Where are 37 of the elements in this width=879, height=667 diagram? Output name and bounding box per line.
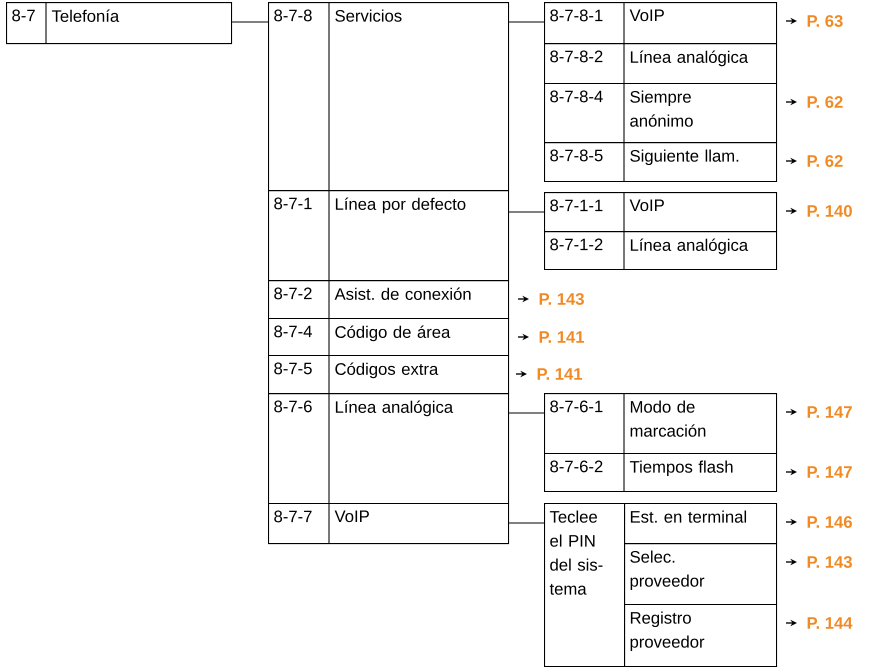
menu-item-box: 8-7-2 Asist. de conexión bbox=[268, 280, 510, 320]
menu-item-box: 8-7-8-4 Siempre anónimo bbox=[544, 83, 778, 144]
page-reference: P. 141 bbox=[540, 331, 584, 343]
page-reference: P. 141 bbox=[538, 368, 582, 380]
page-reference: P. 146 bbox=[808, 516, 852, 528]
connector-line bbox=[509, 21, 544, 23]
menu-item-box: 8-7-8-2 Línea analógica bbox=[544, 43, 778, 84]
menu-item-box: 8-7-7 VoIP bbox=[268, 503, 510, 544]
menu-item-box: 8-7-1-1 VoIP bbox=[544, 192, 778, 232]
menu-item-box: 8-7 Telefonía bbox=[6, 2, 232, 44]
menu-item-box: Teclee el PIN del sis-tema bbox=[544, 503, 626, 667]
page-reference: P. 143 bbox=[540, 293, 584, 305]
connector-line bbox=[509, 211, 544, 213]
page-reference: P. 147 bbox=[808, 406, 852, 418]
menu-item-box: Registro proveedor bbox=[624, 604, 778, 667]
menu-item-box: 8-7-8 Servicios bbox=[268, 2, 510, 192]
connector-line bbox=[232, 21, 268, 23]
menu-item-box: 8-7-4 Código de área bbox=[268, 318, 510, 356]
menu-item-box: Selec. proveedor bbox=[624, 543, 778, 606]
page-reference: P. 62 bbox=[808, 96, 843, 108]
menu-item-box: 8-7-6-1 Modo de marcación bbox=[544, 393, 778, 454]
page-reference: P. 140 bbox=[808, 205, 852, 217]
menu-item-box: Est. en terminal bbox=[624, 503, 778, 544]
connector-line bbox=[509, 522, 544, 524]
menu-item-box: 8-7-8-1 VoIP bbox=[544, 2, 778, 44]
menu-item-box: 8-7-6 Línea analógica bbox=[268, 393, 510, 504]
page-reference: P. 62 bbox=[808, 155, 843, 167]
menu-item-box: 8-7-5 Códigos extra bbox=[268, 355, 510, 394]
menu-item-box: 8-7-8-5 Siguiente llam. bbox=[544, 142, 778, 182]
menu-item-box: 8-7-1 Línea por defecto bbox=[268, 190, 510, 282]
page-reference: P. 143 bbox=[808, 556, 852, 568]
connector-line bbox=[509, 412, 544, 414]
page-reference: P. 147 bbox=[808, 466, 852, 478]
menu-item-box: 8-7-6-2 Tiempos flash bbox=[544, 453, 778, 492]
page-reference: P. 144 bbox=[808, 617, 852, 629]
menu-item-box: 8-7-1-2 Línea analógica bbox=[544, 231, 778, 270]
page-reference: P. 63 bbox=[808, 15, 843, 27]
